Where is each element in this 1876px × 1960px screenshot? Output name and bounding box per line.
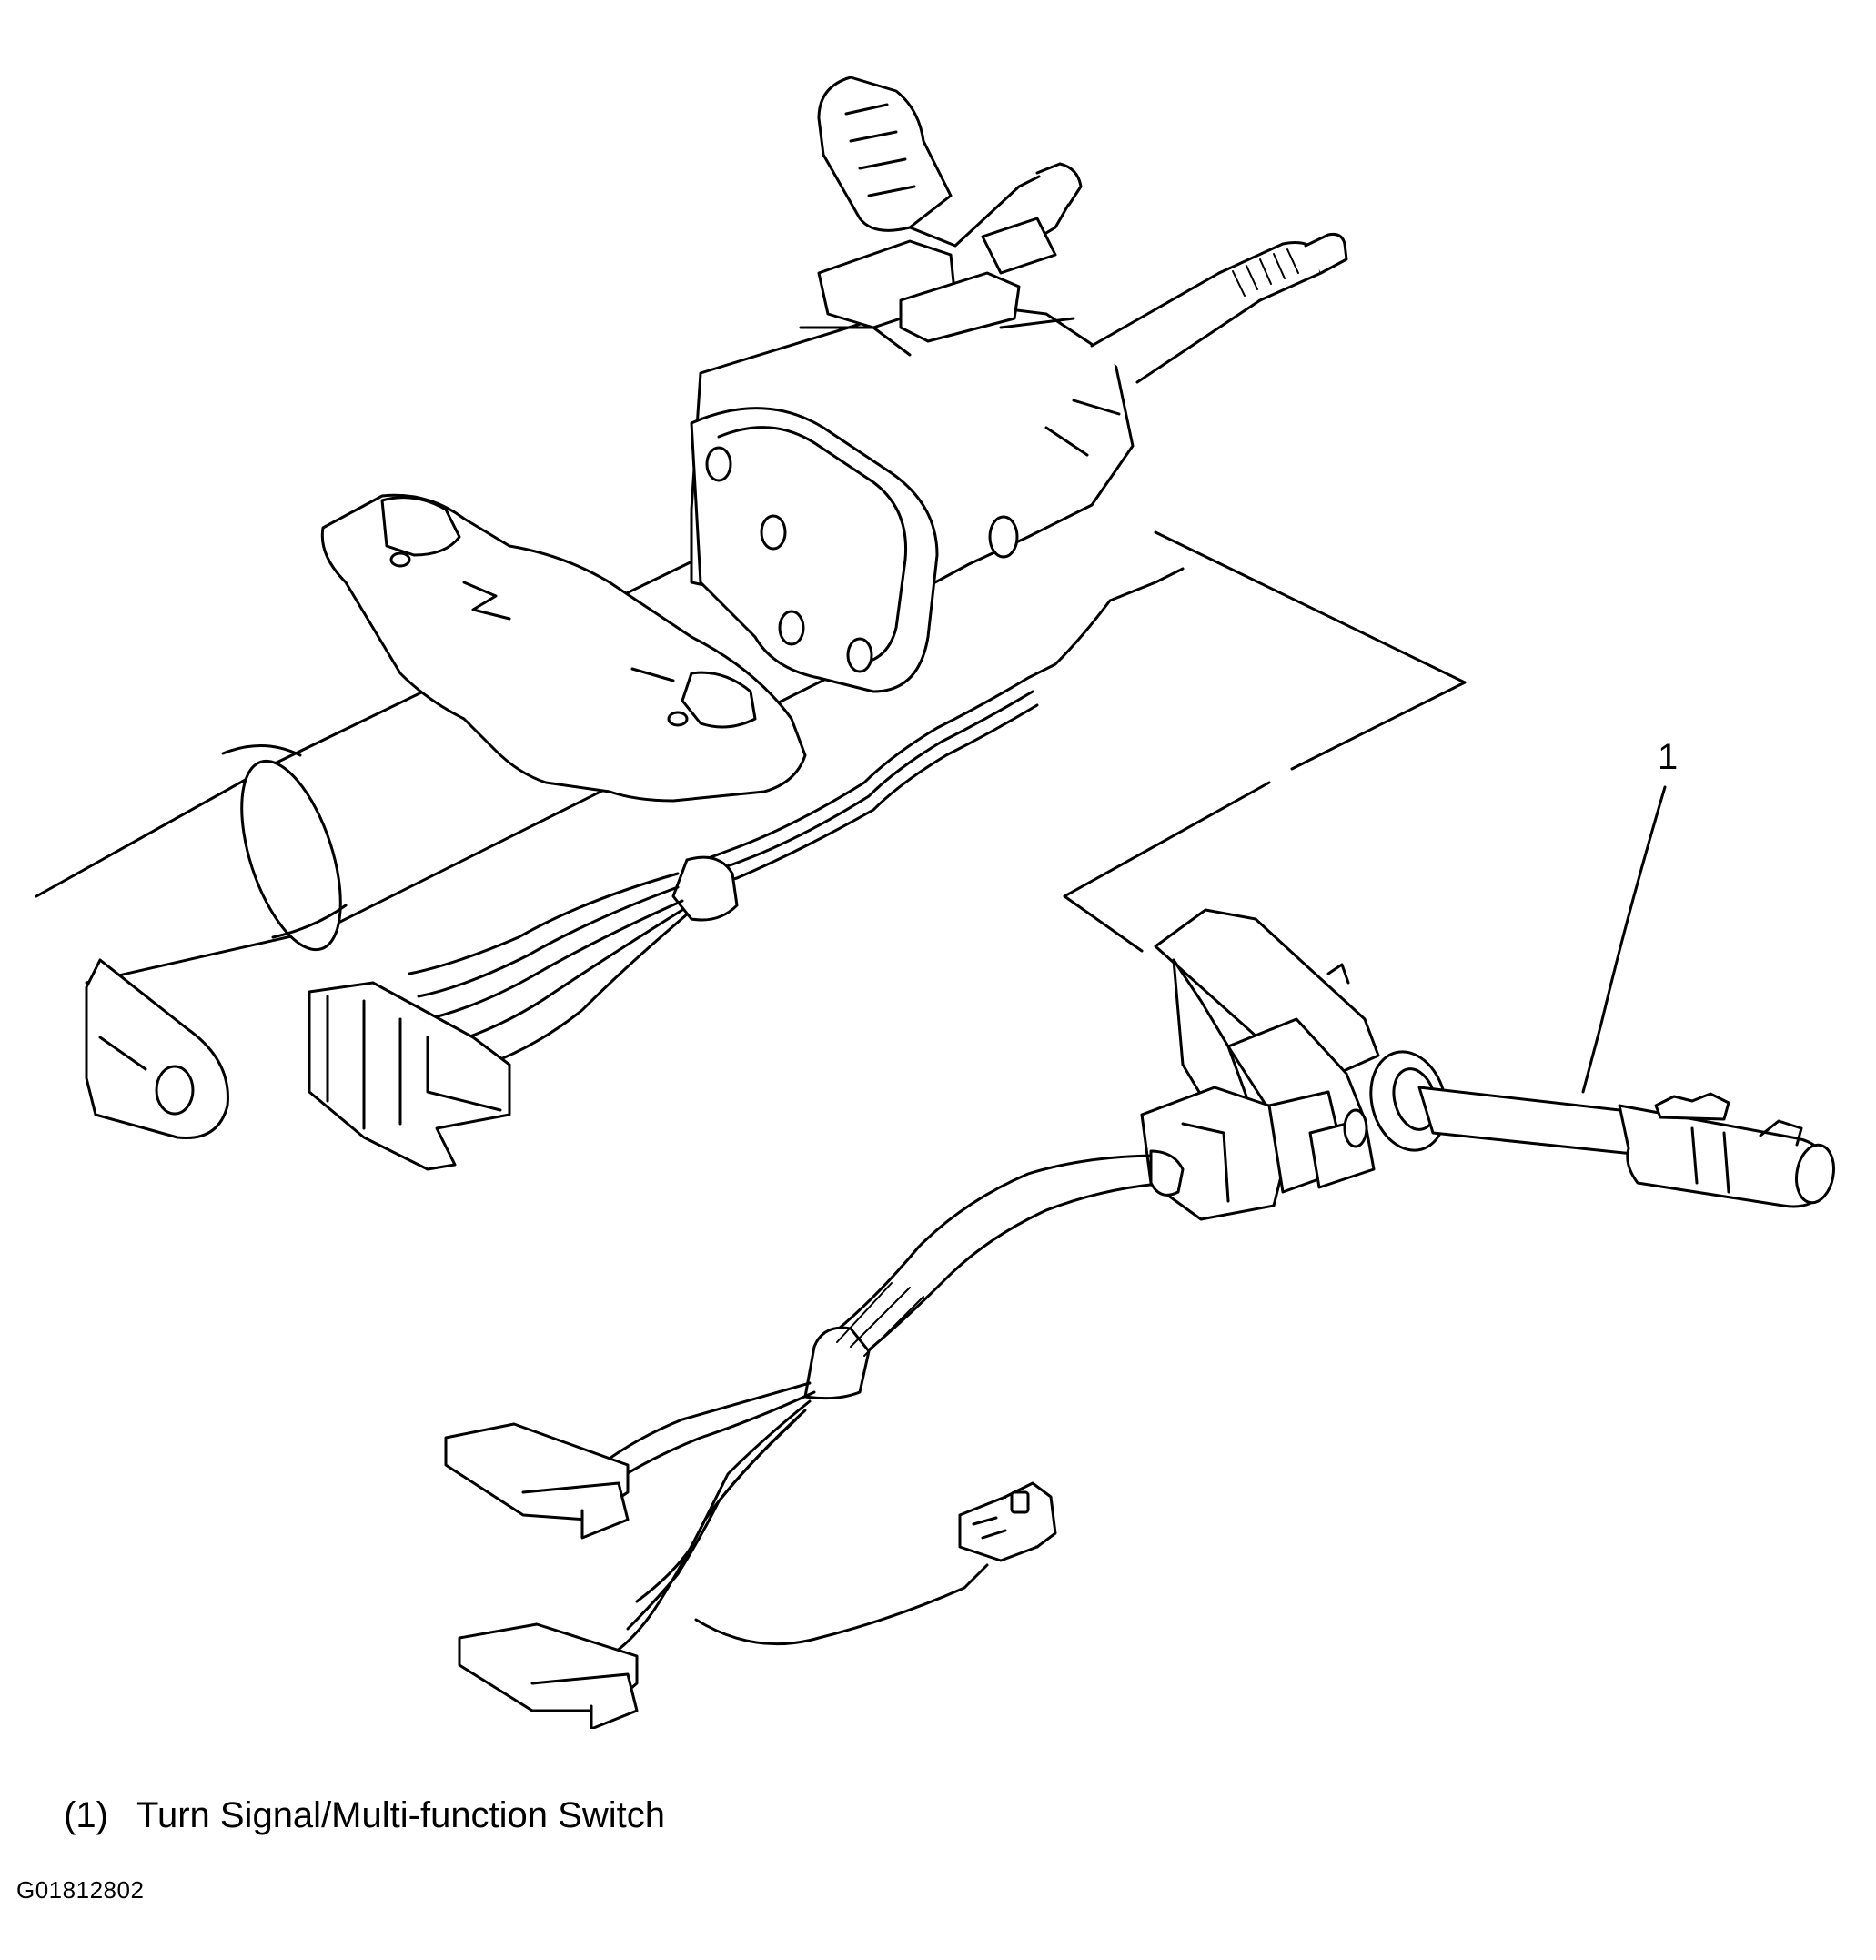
callout-leader-1: [1583, 787, 1665, 1092]
callout-label-1: 1: [1658, 737, 1679, 777]
explode-leader-lines: [1064, 532, 1465, 951]
legend-item-number: (1): [64, 1795, 108, 1835]
flat-harness-connectors: [446, 1424, 637, 1729]
switch-wiring-harness: [600, 1151, 1183, 1656]
two-pin-connector: [960, 1483, 1055, 1561]
saddle-bracket: [322, 495, 805, 801]
multi-function-lever: [1419, 1087, 1838, 1207]
column-wiring-harness: [309, 569, 1183, 1169]
legend: (1) Turn Signal/Multi-function Switch: [64, 1797, 665, 1834]
figure-id: G01812802: [16, 1876, 145, 1904]
legend-item: (1) Turn Signal/Multi-function Switch: [64, 1797, 665, 1834]
steering-shaft: [1092, 234, 1346, 382]
legend-item-text: Turn Signal/Multi-function Switch: [136, 1795, 665, 1835]
lock-cylinder-housing: [801, 218, 1074, 355]
column-housing: [691, 300, 1133, 692]
lower-mount-bracket: [86, 960, 227, 1138]
steering-column-illustration: [0, 0, 1876, 1729]
turn-signal-switch: [1142, 910, 1457, 1219]
